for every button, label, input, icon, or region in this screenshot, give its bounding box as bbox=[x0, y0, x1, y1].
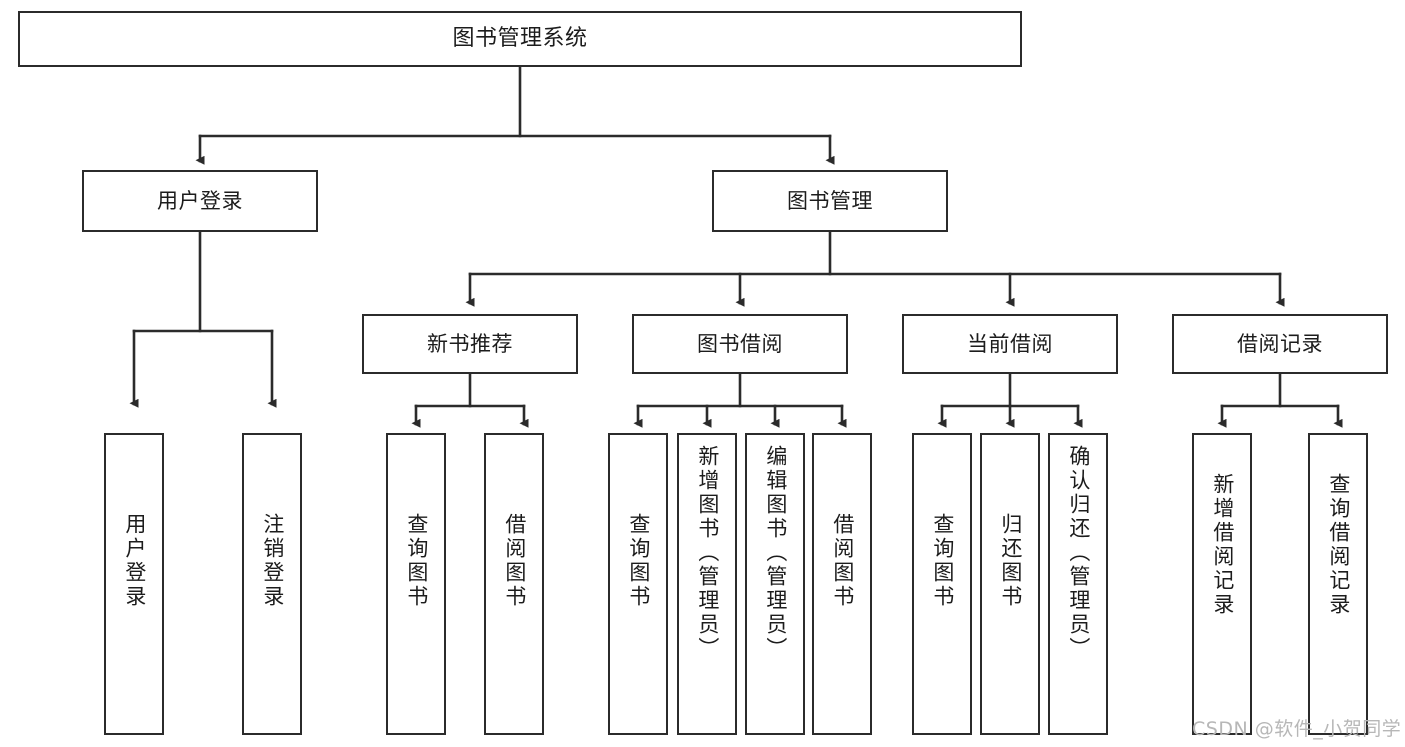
node-label: 新书推荐 bbox=[427, 331, 513, 356]
node-label: 确认归还（管理员） bbox=[1066, 445, 1091, 661]
node-root-system[interactable]: 图书管理系统 bbox=[18, 11, 1022, 67]
leaf-current-return-book[interactable]: 归还图书 bbox=[980, 433, 1040, 735]
node-label: 图书管理 bbox=[787, 188, 873, 213]
csdn-watermark: CSDN @软件_小贺同学 bbox=[1192, 718, 1402, 740]
node-label: 新增图书（管理员） bbox=[695, 445, 720, 661]
leaf-record-add-record[interactable]: 新增借阅记录 bbox=[1192, 433, 1252, 735]
node-label: 借阅图书 bbox=[830, 513, 855, 609]
node-borrow-record[interactable]: 借阅记录 bbox=[1172, 314, 1388, 374]
node-label: 编辑图书（管理员） bbox=[763, 445, 788, 661]
leaf-user-login-login[interactable]: 用户登录 bbox=[104, 433, 164, 735]
node-current-borrow[interactable]: 当前借阅 bbox=[902, 314, 1118, 374]
leaf-user-login-logout[interactable]: 注销登录 bbox=[242, 433, 302, 735]
node-label: 查询图书 bbox=[404, 513, 429, 609]
node-label: 用户登录 bbox=[122, 513, 147, 609]
leaf-current-query-book[interactable]: 查询图书 bbox=[912, 433, 972, 735]
leaf-borrow-query-book[interactable]: 查询图书 bbox=[608, 433, 668, 735]
node-label: 归还图书 bbox=[998, 513, 1023, 609]
node-label: 当前借阅 bbox=[967, 331, 1053, 356]
leaf-current-confirm-return-admin[interactable]: 确认归还（管理员） bbox=[1048, 433, 1108, 735]
node-label: 注销登录 bbox=[260, 513, 285, 609]
leaf-recommend-borrow-book[interactable]: 借阅图书 bbox=[484, 433, 544, 735]
node-label: 借阅图书 bbox=[502, 513, 527, 609]
leaf-record-query-record[interactable]: 查询借阅记录 bbox=[1308, 433, 1368, 735]
leaf-borrow-borrow-book[interactable]: 借阅图书 bbox=[812, 433, 872, 735]
node-user-login[interactable]: 用户登录 bbox=[82, 170, 318, 232]
node-label: 查询图书 bbox=[626, 513, 651, 609]
node-label: 查询图书 bbox=[930, 513, 955, 609]
node-label: 借阅记录 bbox=[1237, 331, 1323, 356]
node-book-borrow[interactable]: 图书借阅 bbox=[632, 314, 848, 374]
leaf-borrow-add-book-admin[interactable]: 新增图书（管理员） bbox=[677, 433, 737, 735]
leaf-borrow-edit-book-admin[interactable]: 编辑图书（管理员） bbox=[745, 433, 805, 735]
node-new-book-recommend[interactable]: 新书推荐 bbox=[362, 314, 578, 374]
node-label: 图书借阅 bbox=[697, 331, 783, 356]
leaf-recommend-query-book[interactable]: 查询图书 bbox=[386, 433, 446, 735]
node-label: 图书管理系统 bbox=[452, 25, 588, 51]
node-label: 用户登录 bbox=[157, 188, 243, 213]
node-label: 新增借阅记录 bbox=[1210, 473, 1235, 617]
node-label: 查询借阅记录 bbox=[1326, 473, 1351, 617]
node-book-management[interactable]: 图书管理 bbox=[712, 170, 948, 232]
